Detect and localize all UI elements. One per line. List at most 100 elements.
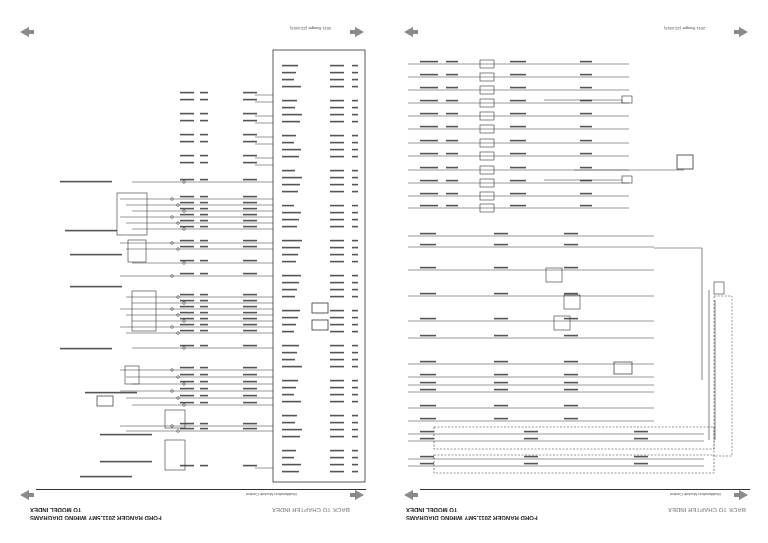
wire-label-mark [352, 113, 358, 116]
wire-label-mark [180, 259, 194, 262]
wire-label-mark [200, 239, 208, 242]
wire-label-mark [180, 207, 194, 210]
wire-label-mark [100, 460, 152, 463]
fuse-symbol [479, 124, 495, 134]
wire-label-mark [200, 133, 208, 136]
prev-page-arrow-icon[interactable] [20, 27, 34, 37]
wire-label-mark [330, 393, 344, 396]
wire-label-mark [564, 232, 578, 235]
wire-label-mark [352, 393, 358, 396]
wire-label-mark [564, 381, 578, 384]
wire-label-mark [420, 417, 436, 420]
wire-label-mark [494, 388, 508, 391]
wire-label-mark [580, 139, 592, 142]
wire-label-mark [200, 195, 208, 198]
wire-label-mark [200, 380, 208, 383]
wire-label-mark [200, 344, 208, 347]
prev-page-arrow-icon[interactable] [404, 27, 418, 37]
wire-label-mark [282, 295, 295, 298]
wire-label-mark [352, 148, 358, 151]
wire-label-mark [420, 292, 436, 295]
wire-label-mark [180, 178, 194, 181]
wire-label-mark [200, 225, 208, 228]
prev-page-arrow-icon[interactable] [20, 490, 34, 500]
wire-label-mark [352, 120, 358, 123]
wire-label-mark [243, 219, 257, 222]
wire-label-mark [243, 299, 257, 302]
wire-label-mark [180, 401, 194, 404]
wire-label-mark [420, 232, 436, 235]
wire-label-mark [282, 134, 296, 137]
wire-label-mark [180, 201, 194, 204]
wire-label-mark [524, 455, 538, 458]
connector-symbol [311, 302, 329, 314]
wire-label-mark [564, 417, 578, 420]
wire-label-mark [580, 152, 592, 155]
wire-label-mark [352, 309, 358, 312]
wire-label-mark [180, 373, 194, 376]
wire-label-mark [243, 207, 257, 210]
wire-label-mark [200, 207, 208, 210]
wire-label-mark [200, 373, 208, 376]
wire-label-mark [330, 358, 344, 361]
harness-plug [713, 281, 725, 295]
wire-label-mark [330, 323, 344, 326]
wire-label-mark [352, 64, 358, 67]
wire-label-mark [446, 125, 458, 128]
wire-label-mark [420, 73, 438, 76]
wire-label-mark [352, 99, 358, 102]
wire-label-mark [420, 360, 436, 363]
next-page-arrow-icon[interactable] [734, 27, 748, 37]
wire-label-mark [243, 161, 257, 164]
wire-label-mark [180, 366, 194, 369]
component-box [127, 239, 147, 263]
wire-label-mark [352, 204, 358, 207]
next-page-arrow-icon[interactable] [350, 27, 364, 37]
wire-label-mark [330, 176, 344, 179]
wire-label-mark [243, 394, 257, 397]
wire-label-mark [330, 141, 344, 144]
ground-connector [621, 95, 633, 104]
wire-label-mark [180, 91, 194, 94]
prev-page-arrow-icon[interactable] [404, 490, 418, 500]
splice-point [170, 389, 174, 393]
splice-point [182, 227, 186, 231]
wire-label-mark [243, 133, 257, 136]
next-page-arrow-icon[interactable] [734, 490, 748, 500]
wire-label-mark [180, 317, 194, 320]
wire-label-mark [352, 155, 358, 158]
wire-label-mark [352, 281, 358, 284]
splice-point [182, 261, 186, 265]
fuse-symbol [479, 151, 495, 161]
splice-point [170, 215, 174, 219]
wire-label-mark [420, 166, 438, 169]
next-page-arrow-icon[interactable] [350, 490, 364, 500]
wire-label-mark [282, 470, 299, 473]
wire-label-mark [282, 99, 297, 102]
left-page: 2011 Ranger (ZZ-MX3) Multifunction Modul… [20, 26, 366, 520]
wire-label-mark [510, 60, 526, 63]
wire-label-mark [352, 253, 358, 256]
wire-label-mark [200, 464, 208, 467]
wire-label-mark [243, 272, 257, 275]
wire-label-mark [420, 179, 438, 182]
wire-label-mark [330, 71, 344, 74]
wire-label-mark [243, 239, 257, 242]
wire-label-mark [330, 190, 344, 193]
wire-label-mark [243, 225, 257, 228]
wire-label-mark [243, 373, 257, 376]
fuse-symbol [479, 72, 495, 82]
wire-label-mark [352, 365, 358, 368]
wire-label-mark [180, 154, 194, 157]
dashed-module-box [433, 454, 715, 474]
wire-label-mark [180, 323, 194, 326]
wire-label-mark [243, 195, 257, 198]
wire-label-mark [200, 422, 208, 425]
wire-label-mark [243, 112, 257, 115]
wire-label-mark [420, 86, 438, 89]
wire-label-mark [200, 272, 208, 275]
wire-label-mark [494, 360, 508, 363]
wire-label-mark [330, 449, 344, 452]
wire-label-mark [180, 329, 194, 332]
wire-label-mark [352, 449, 358, 452]
